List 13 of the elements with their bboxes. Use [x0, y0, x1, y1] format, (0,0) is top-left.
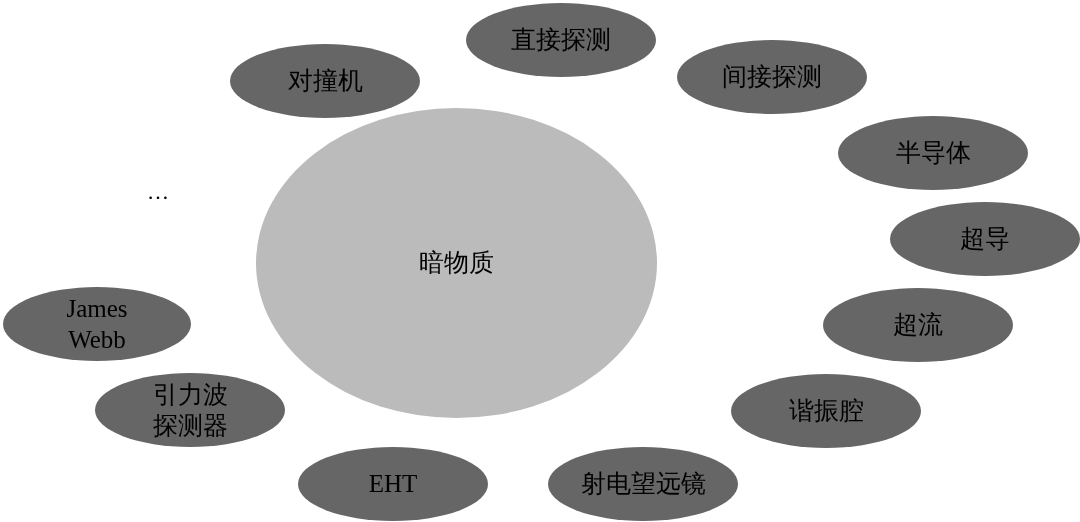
topic-label: 谐振腔: [788, 396, 864, 427]
topic-label: EHT: [368, 469, 418, 500]
topic-label: 半导体: [895, 138, 971, 169]
topic-label: 超流: [893, 310, 943, 341]
topic-label: 超导: [960, 224, 1010, 255]
topic-label: James Webb: [65, 293, 129, 355]
central-topic-label: 暗物质: [419, 248, 494, 279]
ellipsis-text: …: [147, 181, 169, 203]
topic-label: 间接探测: [722, 62, 822, 93]
topic-label: 引力波探测器: [151, 379, 229, 441]
topic-label: 射电望远镜: [580, 469, 706, 500]
topic-label: 对撞机: [287, 66, 363, 97]
topic-label: 直接探测: [511, 25, 611, 56]
